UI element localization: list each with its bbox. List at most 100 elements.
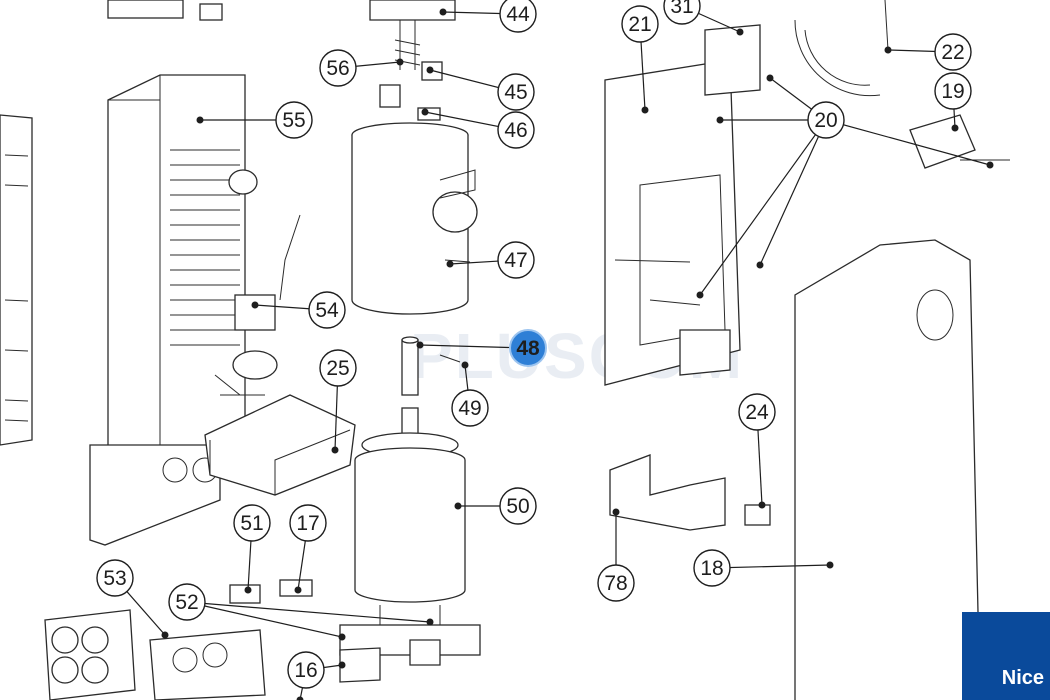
callout-number: 48 <box>516 337 540 360</box>
callout-49: 49 <box>451 389 489 427</box>
leader-dot-20 <box>756 261 764 269</box>
leader-dot-31 <box>736 28 744 36</box>
callout-56: 56 <box>319 49 357 87</box>
leader-dot-17 <box>294 586 302 594</box>
callout-circle <box>319 49 357 87</box>
brand-logo: Nice <box>962 612 1050 700</box>
callout-47: 47 <box>497 241 535 279</box>
callout-circle <box>693 549 731 587</box>
callout-number: 22 <box>941 41 964 64</box>
callout-circle <box>738 393 776 431</box>
leader-dot-48 <box>416 341 424 349</box>
gear-assembly <box>107 0 456 121</box>
callout-54: 54 <box>308 291 346 329</box>
callout-number: 50 <box>506 495 529 518</box>
callout-44: 44 <box>499 0 537 33</box>
leader-dot-25 <box>331 446 339 454</box>
leader-line-20 <box>825 119 991 166</box>
leader-dot-53 <box>161 631 169 639</box>
shaft-pin <box>401 336 461 396</box>
callout-number: 16 <box>294 659 317 682</box>
leader-dot-50 <box>454 502 462 510</box>
callout-46: 46 <box>497 111 535 149</box>
callout-18: 18 <box>693 549 731 587</box>
callout-circle <box>663 0 701 25</box>
callout-31: 31 <box>663 0 701 25</box>
callout-19: 19 <box>934 72 972 110</box>
callout-circle <box>621 5 659 43</box>
callout-55: 55 <box>275 101 313 139</box>
callout-circle <box>509 329 547 367</box>
callout-number: 46 <box>504 119 527 142</box>
callout-circle <box>497 73 535 111</box>
callout-circle <box>934 33 972 71</box>
leader-dot-18 <box>826 561 834 569</box>
callout-number: 19 <box>941 80 964 103</box>
callout-number: 54 <box>315 299 339 322</box>
callout-number: 18 <box>700 557 723 580</box>
callout-78: 78 <box>597 564 635 602</box>
callout-25: 25 <box>319 349 357 387</box>
leader-dot-20 <box>696 291 704 299</box>
leader-dot-22 <box>884 46 892 54</box>
callout-circle <box>451 389 489 427</box>
callout-45: 45 <box>497 73 535 111</box>
callout-number: 56 <box>326 57 349 80</box>
leader-dot-45 <box>426 66 434 74</box>
callout-number: 25 <box>326 357 349 380</box>
callout-number: 44 <box>506 3 530 26</box>
callout-circle <box>499 0 537 33</box>
callout-circle <box>168 583 206 621</box>
callout-circle <box>233 504 271 542</box>
callout-number: 49 <box>458 397 481 420</box>
leader-dot-20 <box>716 116 724 124</box>
callout-circle <box>499 487 537 525</box>
callout-21: 21 <box>621 5 659 43</box>
callout-number: 20 <box>814 109 837 132</box>
brand-logo-text: Nice <box>1001 667 1044 689</box>
leader-dot-78 <box>612 508 620 516</box>
leader-dot-54 <box>251 301 259 309</box>
callout-48: 48 <box>509 329 547 367</box>
mounting-bracket <box>604 0 1010 386</box>
callout-circle <box>497 111 535 149</box>
callout-number: 21 <box>628 13 651 36</box>
callout-labels: 44 31 21 22 56 45 19 55 46 20 47 54 48 25 49 24 50 51 17 53… <box>96 0 972 689</box>
callout-number: 55 <box>282 109 305 132</box>
callout-number: 52 <box>175 591 198 614</box>
callout-20: 20 <box>807 101 845 139</box>
callout-52: 52 <box>168 583 206 621</box>
callout-17: 17 <box>289 504 327 542</box>
callout-circle <box>934 72 972 110</box>
leader-dot-44 <box>439 8 447 16</box>
callout-16: 16 <box>287 651 325 689</box>
callout-number: 53 <box>103 567 126 590</box>
callout-circle <box>497 241 535 279</box>
leader-dot-47 <box>446 260 454 268</box>
callout-number: 51 <box>240 512 263 535</box>
callout-number: 24 <box>745 401 769 424</box>
callout-number: 31 <box>670 0 693 18</box>
leader-line-52 <box>186 601 431 623</box>
callout-number: 78 <box>604 572 627 595</box>
leader-dot-52 <box>338 633 346 641</box>
leader-dot-49 <box>461 361 469 369</box>
callout-number: 17 <box>296 512 319 535</box>
motor-housing <box>351 122 478 315</box>
callout-circle <box>597 564 635 602</box>
leader-dot-20 <box>986 161 994 169</box>
callout-53: 53 <box>96 559 134 597</box>
leader-dot-55 <box>196 116 204 124</box>
callout-22: 22 <box>934 33 972 71</box>
callout-circle <box>287 651 325 689</box>
callout-50: 50 <box>499 487 537 525</box>
leader-line-20 <box>759 119 827 266</box>
callout-circle <box>289 504 327 542</box>
leader-dot-16 <box>296 696 304 700</box>
callout-circle <box>308 291 346 329</box>
left-edge-panel <box>0 114 33 446</box>
leader-dot-51 <box>244 586 252 594</box>
small-parts <box>44 579 441 700</box>
leader-dot-20 <box>766 74 774 82</box>
